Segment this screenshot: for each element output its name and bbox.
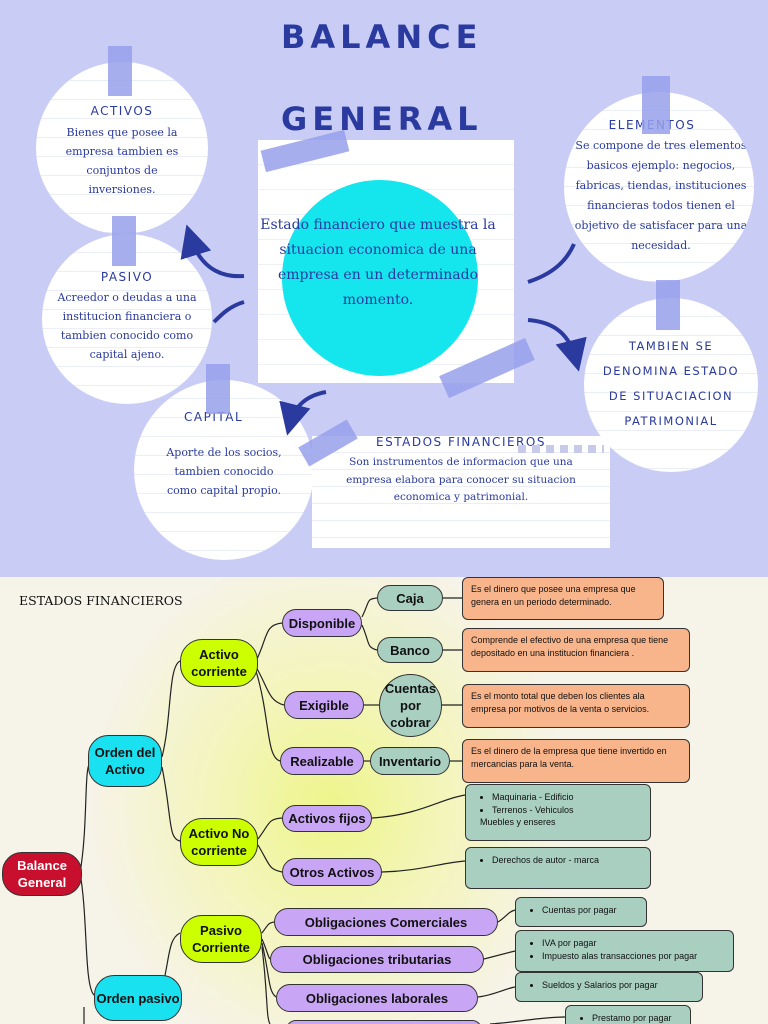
pasivo-title: PASIVO [100, 270, 154, 284]
node-activos-fijos: Activos fijos [282, 805, 372, 832]
center-circle [282, 180, 478, 376]
node-otros-activos: Otros Activos [282, 858, 382, 886]
tape-decoration [656, 280, 680, 330]
tape-decoration [642, 76, 670, 134]
node-exigible: Exigible [284, 691, 364, 719]
list-item: Maquinaria - Edificio [492, 791, 642, 804]
poster-title-line2: GENERAL [281, 100, 483, 138]
node-obligaciones-tributarias: Obligaciones tributarias [270, 946, 484, 973]
tambien-text: TAMBIEN SE DENOMINA ESTADO DE SITUACIACI… [602, 339, 740, 428]
estados-text: Son instrumentos de informacion que una … [346, 456, 576, 503]
pasivo-text: Acreedor o deudas a una institucion fina… [57, 291, 197, 361]
list-item: Impuesto alas transacciones por pagar [542, 950, 725, 963]
node-caja: Caja [377, 585, 443, 611]
center-definition: Estado financiero que muestra la situaci… [260, 217, 496, 308]
tape-decoration [206, 364, 230, 414]
arrow-to-activos [180, 224, 245, 279]
estados-financieros-box: ESTADOS FINANCIEROS Son instrumentos de … [312, 435, 610, 548]
arrow-to-capital [279, 390, 327, 436]
desc-banco: Comprende el efectivo de una empresa que… [462, 628, 690, 672]
node-obligaciones-comerciales: Obligaciones Comerciales [274, 908, 498, 936]
activos-text: Bienes que posee la empresa tambien es c… [65, 126, 179, 196]
node-activo-no-corriente: Activo No corriente [180, 818, 258, 866]
mindmap-connectors [79, 597, 566, 1024]
list-obligaciones-comerciales: Cuentas por pagar [515, 897, 647, 927]
arrow-to-elementos [527, 243, 576, 284]
node-orden-pasivo: Orden pasivo [94, 975, 182, 1021]
desc-caja: Es el dinero que posee una empresa que g… [462, 577, 664, 620]
node-disponible: Disponible [282, 609, 362, 637]
estados-financieros-mindmap: ESTADOS FINANCIEROS Balance General Orde… [0, 577, 768, 1024]
list-item: Derechos de autor - marca [492, 854, 642, 867]
list-obligaciones-laborales: Sueldos y Salarios por pagar [515, 972, 703, 1002]
node-obligaciones-extra [286, 1020, 482, 1024]
poster-title-line1: BALANCE [281, 18, 483, 56]
list-item: Muebles y enseres [480, 817, 556, 827]
elementos-text: Se compone de tres elementos basicos eje… [574, 139, 748, 252]
arrow-to-pasivo [212, 300, 245, 324]
node-balance-general: Balance General [2, 852, 82, 896]
node-activo-corriente: Activo corriente [180, 639, 258, 687]
list-activos-fijos: Maquinaria - Edificio Terrenos - Vehicul… [465, 784, 651, 841]
tape-decoration [108, 46, 132, 96]
estados-title: ESTADOS FINANCIEROS [376, 435, 546, 449]
mindmap-heading: ESTADOS FINANCIEROS [19, 593, 183, 608]
tape-decoration [112, 216, 136, 266]
list-item: IVA por pagar [542, 937, 725, 950]
balance-general-poster: BALANCE GENERAL Estado financiero que mu… [36, 18, 758, 560]
capital-text: Aporte de los socios, tambien conocido c… [166, 446, 282, 497]
list-item: Cuentas por pagar [542, 904, 638, 917]
dashed-decoration [518, 445, 604, 453]
activos-title: ACTIVOS [90, 104, 154, 118]
node-obligaciones-laborales: Obligaciones laborales [276, 984, 478, 1012]
node-inventario: Inventario [370, 747, 450, 775]
node-pasivo-corriente: Pasivo Corriente [180, 915, 262, 963]
tambien-bubble: TAMBIEN SE DENOMINA ESTADO DE SITUACIACI… [584, 298, 758, 472]
arrow-to-tambien [527, 318, 587, 372]
list-otros-activos: Derechos de autor - marca [465, 847, 651, 889]
node-realizable: Realizable [280, 747, 364, 775]
desc-cuentas-por-cobrar: Es el monto total que deben los clientes… [462, 684, 690, 728]
list-item: Sueldos y Salarios por pagar [542, 979, 694, 992]
list-obligaciones-tributarias: IVA por pagar Impuesto alas transaccione… [515, 930, 734, 972]
node-orden-activo: Orden del Activo [88, 735, 162, 787]
list-item: Terrenos - Vehiculos [492, 804, 642, 817]
desc-inventario: Es el dinero de la empresa que tiene inv… [462, 739, 690, 783]
list-prestamo: Prestamo por pagar [565, 1005, 691, 1024]
node-banco: Banco [377, 637, 443, 663]
list-item: Prestamo por pagar [592, 1012, 682, 1024]
node-cuentas-por-cobrar: Cuentas por cobrar [379, 674, 442, 737]
poster-arrows [180, 224, 587, 436]
